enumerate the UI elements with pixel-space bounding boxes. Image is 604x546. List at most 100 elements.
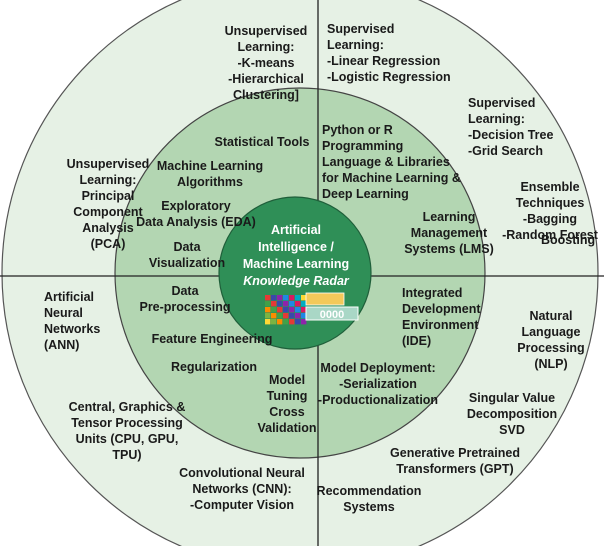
center-subtitle: Knowledge Radar bbox=[243, 274, 350, 288]
unsupervised-pca-label-line: Learning: bbox=[80, 173, 137, 187]
logo-box-text: 0000 bbox=[320, 309, 344, 321]
svd-label-line: SVD bbox=[499, 423, 525, 437]
logo-grid-cell bbox=[301, 301, 307, 307]
ide-label-line: (IDE) bbox=[402, 334, 431, 348]
ide-label-line: Development bbox=[402, 302, 481, 316]
logo-grid-cell bbox=[295, 307, 301, 313]
statistical-tools-label-line: Statistical Tools bbox=[215, 135, 310, 149]
processing-units-label-line: Units (CPU, GPU, bbox=[76, 432, 179, 446]
python-r-label-line: Language & Libraries bbox=[322, 155, 450, 169]
lms-label-line: Learning bbox=[423, 210, 476, 224]
supervised-decision-tree-label-line: Learning: bbox=[468, 112, 525, 126]
ensemble-techniques-label-line: -Random Forest bbox=[502, 228, 599, 242]
supervised-decision-tree-label-line: Supervised bbox=[468, 96, 535, 110]
processing-units-label: Central, Graphics & Tensor ProcessingUnit… bbox=[69, 400, 186, 462]
cnn-label-line: Convolutional Neural bbox=[179, 466, 305, 480]
center-title: Artificial Intelligence / Machine Learni… bbox=[243, 223, 350, 288]
feature-engineering-label: Feature Engineering bbox=[152, 332, 273, 346]
logo-grid-cell bbox=[295, 301, 301, 307]
logo-grid-cell bbox=[301, 313, 307, 319]
python-r-label-line: Programming bbox=[322, 139, 403, 153]
python-r-label-line: for Machine Learning & bbox=[322, 171, 461, 185]
processing-units-label-line: Tensor Processing bbox=[71, 416, 183, 430]
nlp-label-line: Processing bbox=[517, 341, 584, 355]
processing-units-label-line: TPU) bbox=[112, 448, 141, 462]
logo-grid-cell bbox=[265, 307, 271, 313]
cnn-label-line: -Computer Vision bbox=[190, 498, 294, 512]
supervised-decision-tree-label-line: -Grid Search bbox=[468, 144, 543, 158]
model-deployment-label-line: -Serialization bbox=[339, 377, 417, 391]
unsupervised-pca-label-line: Component bbox=[73, 205, 143, 219]
lms-label-line: Systems (LMS) bbox=[404, 242, 494, 256]
logo-teal-box bbox=[305, 306, 359, 321]
supervised-regression-label-line: -Linear Regression bbox=[327, 54, 440, 68]
ensemble-techniques-label-line: Ensemble bbox=[520, 180, 579, 194]
unsupervised-kmeans-label-line: -Hierarchical bbox=[228, 72, 304, 86]
feature-engineering-label-line: Feature Engineering bbox=[152, 332, 273, 346]
logo-grid-cell bbox=[265, 313, 271, 319]
unsupervised-pca-label-line: Principal bbox=[82, 189, 135, 203]
eda-label-line: Exploratory bbox=[161, 199, 231, 213]
lms-label-line: Management bbox=[411, 226, 488, 240]
unsupervised-kmeans-label-line: Clustering] bbox=[233, 88, 299, 102]
unsupervised-pca-label-line: Unsupervised bbox=[67, 157, 150, 171]
logo-grid-cell bbox=[277, 307, 283, 313]
logo-grid-cell bbox=[289, 319, 295, 325]
data-preprocessing-label-line: Data bbox=[171, 284, 199, 298]
ide-label-line: Environment bbox=[402, 318, 479, 332]
labels-layer: UnsupervisedLearning:-K-means-Hierarchic… bbox=[44, 22, 599, 514]
logo-grid-cell bbox=[289, 307, 295, 313]
logo-grid-cell bbox=[271, 313, 277, 319]
ann-label-line: (ANN) bbox=[44, 338, 79, 352]
unsupervised-kmeans-label-line: -K-means bbox=[238, 56, 295, 70]
logo-grid-cell bbox=[277, 313, 283, 319]
model-deployment-label: Model Deployment:-Serialization-Producti… bbox=[318, 361, 438, 407]
model-tuning-label-line: Validation bbox=[257, 421, 316, 435]
boosting-label-line: Boosting bbox=[541, 233, 595, 247]
ml-algorithms-label-line: Machine Learning bbox=[157, 159, 263, 173]
title-line-1: Artificial bbox=[271, 223, 321, 237]
nlp-label-line: (NLP) bbox=[534, 357, 567, 371]
gpt-label-line: Transformers (GPT) bbox=[396, 462, 513, 476]
title-line-3: Machine Learning bbox=[243, 257, 349, 271]
logo-grid-cell bbox=[277, 319, 283, 325]
logo-grid-cell bbox=[295, 319, 301, 325]
logo-grid-cell bbox=[283, 319, 289, 325]
model-deployment-label-line: -Productionalization bbox=[318, 393, 438, 407]
logo-grid-cell bbox=[289, 295, 295, 301]
logo-grid-cell bbox=[295, 313, 301, 319]
logo-grid-cell bbox=[265, 301, 271, 307]
processing-units-label-line: Central, Graphics & bbox=[69, 400, 186, 414]
logo-grid-cell bbox=[277, 295, 283, 301]
supervised-regression-label-line: -Logistic Regression bbox=[327, 70, 451, 84]
data-visualization-label-line: Data bbox=[173, 240, 201, 254]
python-r-label-line: Deep Learning bbox=[322, 187, 409, 201]
logo-grid-cell bbox=[301, 307, 307, 313]
nlp-label-line: Natural bbox=[529, 309, 572, 323]
ide-label-line: Integrated bbox=[402, 286, 462, 300]
unsupervised-kmeans-label-line: Learning: bbox=[238, 40, 295, 54]
unsupervised-pca-label-line: Analysis bbox=[82, 221, 133, 235]
ann-label-line: Neural bbox=[44, 306, 83, 320]
recommendation-systems-label-line: Systems bbox=[343, 500, 394, 514]
supervised-decision-tree-label-line: -Decision Tree bbox=[468, 128, 553, 142]
logo-grid-cell bbox=[301, 319, 307, 325]
regularization-label: Regularization bbox=[171, 360, 257, 374]
nlp-label-line: Language bbox=[521, 325, 580, 339]
ensemble-techniques-label-line: -Bagging bbox=[523, 212, 577, 226]
ml-algorithms-label-line: Algorithms bbox=[177, 175, 243, 189]
logo-grid-cell bbox=[289, 313, 295, 319]
svd-label-line: Decomposition bbox=[467, 407, 557, 421]
